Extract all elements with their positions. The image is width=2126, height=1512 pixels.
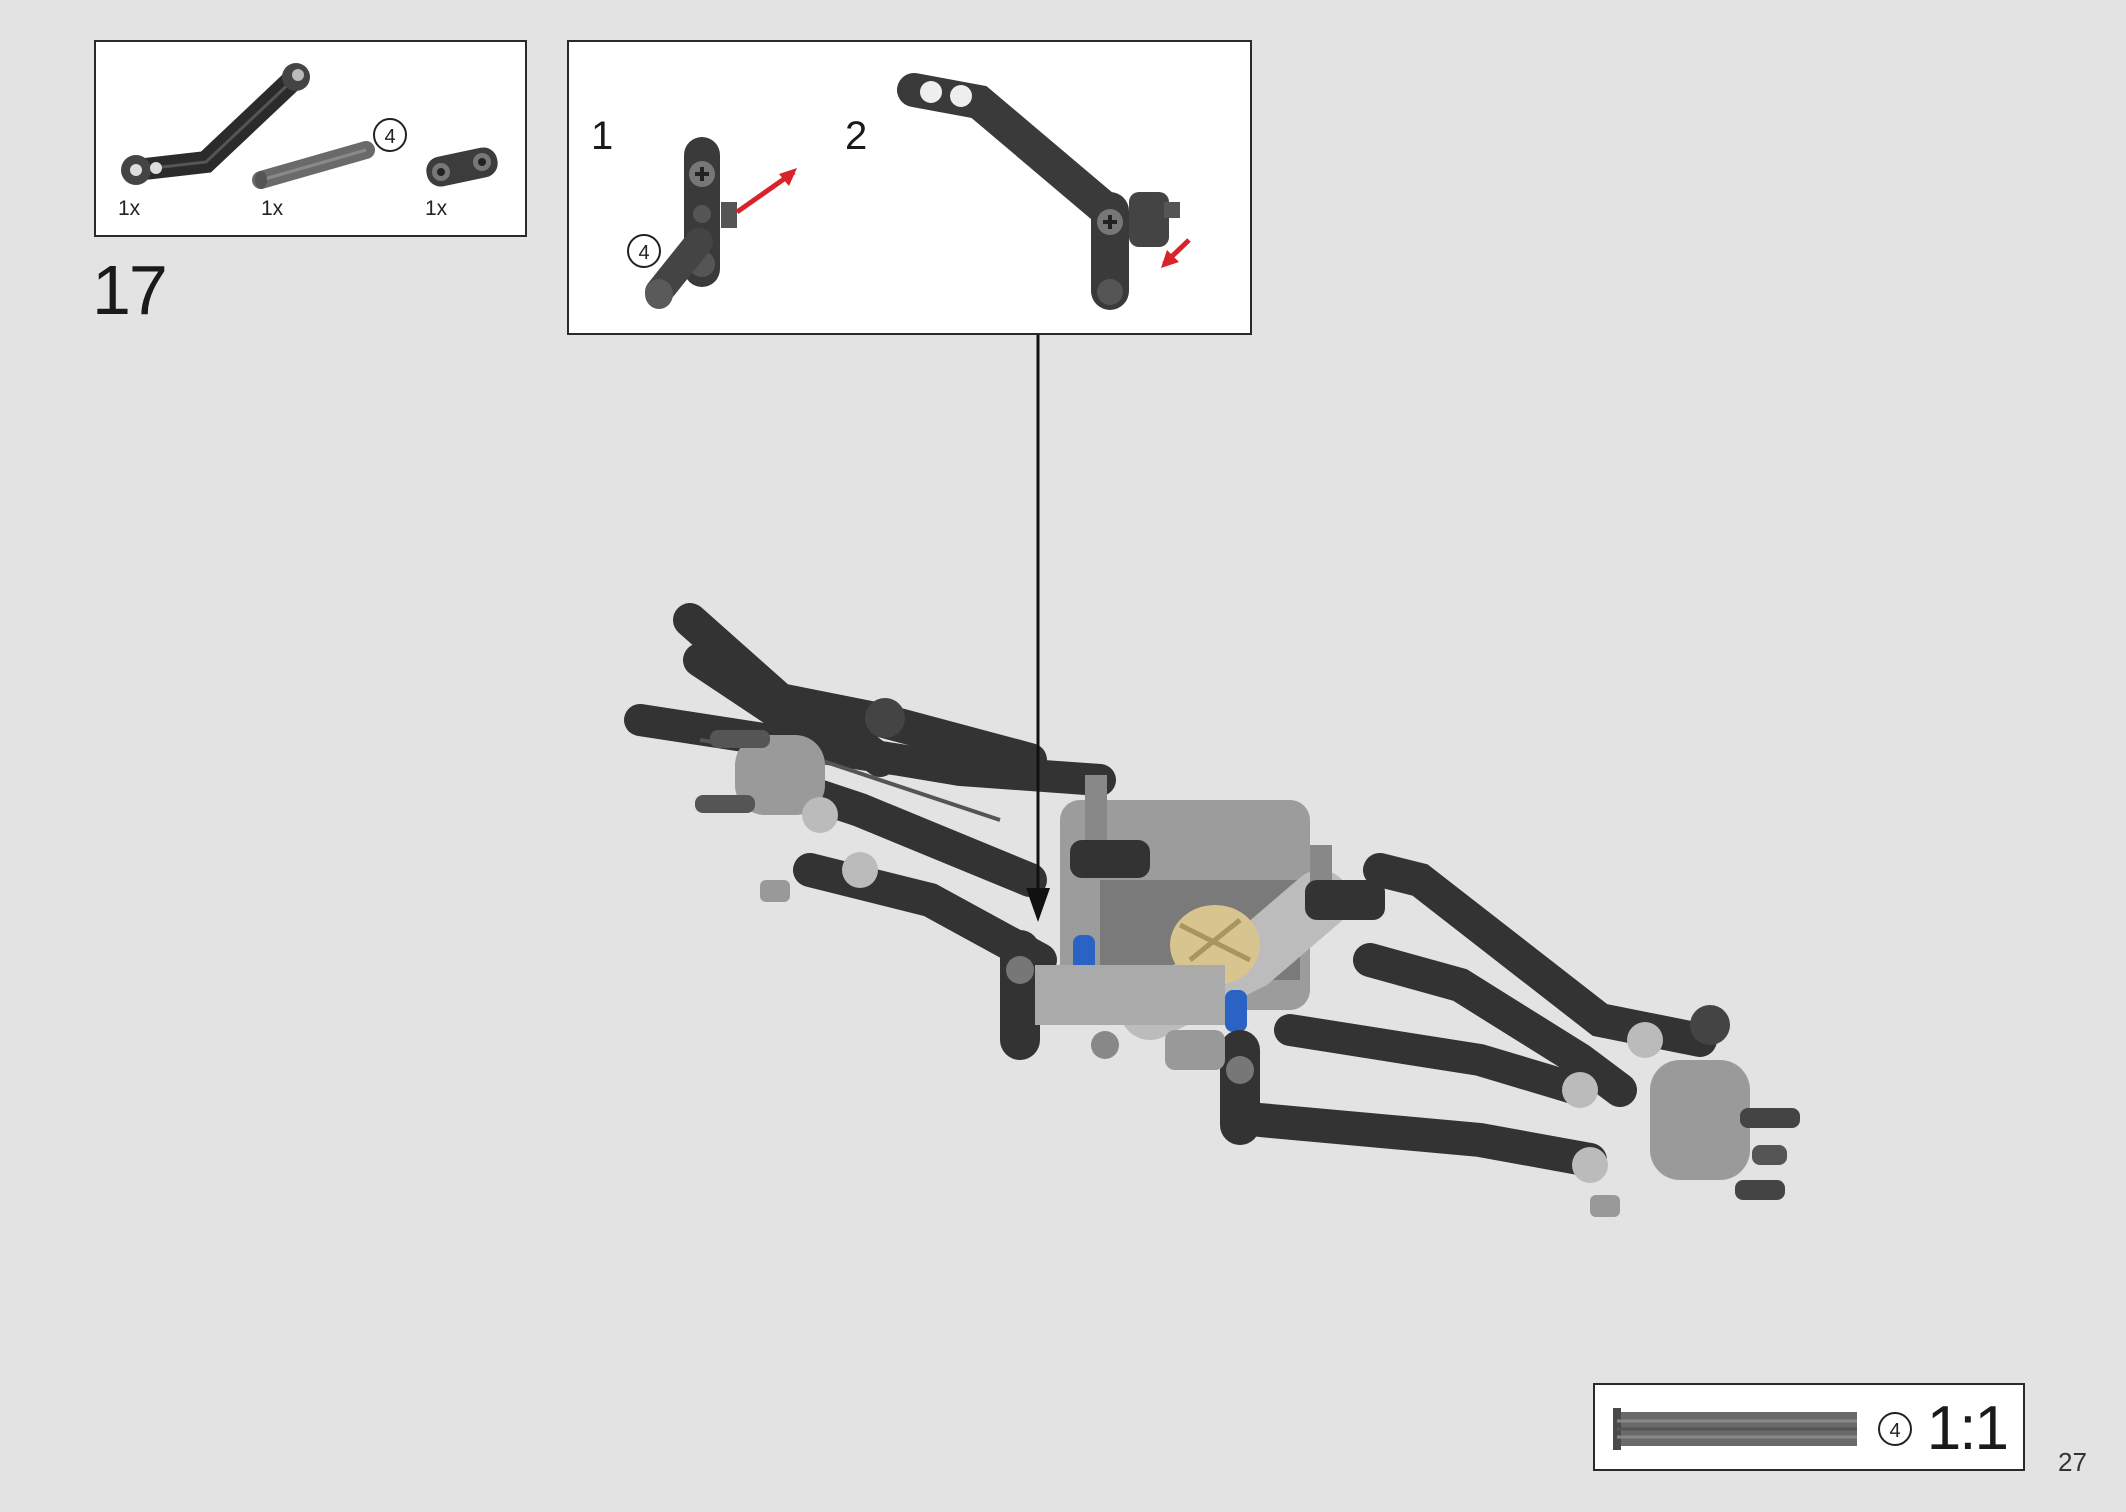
scale-axle-length: 4	[1889, 1420, 1900, 1442]
axle-scale-icon	[1613, 1408, 1857, 1450]
length-badge-icon: 4	[373, 118, 407, 152]
page-number: 27	[2058, 1447, 2087, 1477]
length-badge-icon: 4	[1878, 1412, 1912, 1446]
parts-qty-liftarm: 1x	[118, 197, 141, 220]
sub-step-2-number: 2	[845, 114, 868, 158]
parts-qty-cross-block: 1x	[425, 197, 448, 220]
bent-liftarm-part	[121, 63, 310, 185]
cross-block-part	[426, 147, 498, 187]
step-number: 17	[92, 251, 168, 329]
sub-assembly-box: 1 2 4	[567, 40, 1252, 335]
sub-step-1-illustration	[645, 137, 797, 309]
length-badge-icon: 4	[627, 234, 661, 268]
scale-guide-box: 4 1:1	[1593, 1383, 2025, 1471]
axle-part	[252, 141, 375, 189]
parts-list-box: 4 1x 1x 1x	[94, 40, 527, 237]
sub-step-2-illustration	[897, 73, 1191, 310]
scale-ratio: 1:1	[1926, 1394, 2009, 1463]
sub-step-1-axle-length: 4	[638, 242, 649, 264]
sub-step-1-number: 1	[591, 114, 614, 158]
parts-axle-length: 4	[384, 126, 395, 148]
parts-qty-axle: 1x	[261, 197, 284, 220]
